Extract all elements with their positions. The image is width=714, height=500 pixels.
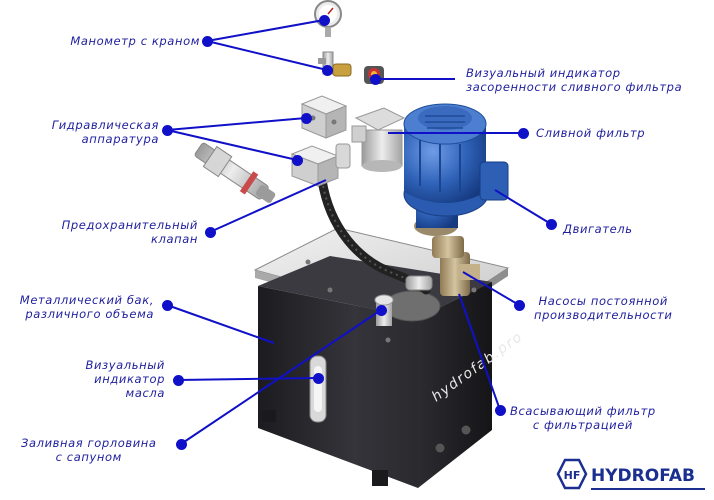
hydraulic-block-lower bbox=[290, 143, 351, 187]
label-suction-filter: Всасывающий фильтр с фильтрацией bbox=[510, 404, 656, 432]
callout-dot-safety-valve bbox=[204, 226, 216, 238]
callout-pumps bbox=[462, 271, 520, 306]
callout-dot-oil-window bbox=[312, 372, 324, 384]
return-filter bbox=[351, 107, 406, 172]
callout-dot-motor bbox=[545, 218, 557, 230]
label-safety-valve: Предохранительный клапан bbox=[61, 218, 198, 246]
hydrofab-logo-hexagon bbox=[556, 458, 588, 490]
label-metal-tank: Металлический бак, различного объема bbox=[19, 293, 154, 321]
pumps bbox=[432, 236, 480, 296]
motor-body bbox=[404, 124, 486, 203]
tank-opening bbox=[383, 290, 441, 322]
lid-bolt bbox=[385, 337, 391, 343]
callout-dot-hydraulic-upper bbox=[300, 112, 312, 124]
label-filter-clog-indicator: Визуальный индикатор засоренности сливно… bbox=[466, 66, 683, 94]
callout-manometer-valve bbox=[206, 40, 328, 71]
tank-foot-left bbox=[262, 410, 276, 422]
callout-oil-indicator bbox=[177, 377, 319, 381]
callout-dot-return-filter bbox=[517, 127, 529, 139]
motor-terminal-box bbox=[479, 161, 509, 201]
safety-valve bbox=[194, 142, 276, 203]
callout-dot-suction-filter bbox=[494, 404, 506, 416]
label-filler-neck: Заливная горловина с сапуном bbox=[21, 436, 157, 464]
callout-dot-tank bbox=[161, 299, 173, 311]
callout-hydraulic-upper bbox=[166, 117, 307, 131]
electric-motor bbox=[403, 103, 509, 236]
callout-filler bbox=[180, 309, 382, 445]
callout-dot-filler-cap bbox=[375, 304, 387, 316]
lid-bolt bbox=[327, 287, 333, 293]
hydrofab-logo-text: HYDROFAB bbox=[591, 466, 695, 486]
label-hydraulic-equipment: Гидравлическая аппаратура bbox=[51, 118, 159, 146]
label-oil-indicator: Визуальный индикатор масла bbox=[85, 358, 165, 400]
tank-screw bbox=[435, 443, 445, 453]
pipe-coupling bbox=[405, 275, 433, 291]
lid-bolt bbox=[305, 259, 311, 265]
callout-lines bbox=[166, 19, 552, 445]
hydrofab-logo-mark: HF bbox=[564, 469, 581, 482]
callout-dot-gauge bbox=[318, 14, 330, 26]
callout-dot-filler bbox=[175, 438, 187, 450]
tank-screw bbox=[461, 425, 471, 435]
label-motor: Двигатель bbox=[563, 222, 633, 236]
callout-dot-valve bbox=[321, 64, 333, 76]
metal-tank: hydrofab.pro bbox=[253, 227, 526, 488]
lid-bolt bbox=[471, 287, 477, 293]
callout-dot-hydraulic bbox=[161, 124, 173, 136]
label-return-filter: Сливной фильтр bbox=[536, 126, 646, 140]
label-pumps: Насосы постоянной производительности bbox=[534, 294, 673, 322]
callout-manometer-gauge bbox=[206, 19, 325, 42]
callout-safety-valve bbox=[209, 179, 327, 233]
callout-suction-filter bbox=[458, 293, 501, 411]
tank-foot-right bbox=[372, 470, 388, 486]
callout-dot-pumps bbox=[513, 299, 525, 311]
callout-motor bbox=[494, 189, 552, 225]
callout-dot-manometer bbox=[201, 35, 213, 47]
hydrofab-logo: HF HYDROFAB bbox=[556, 458, 705, 490]
callout-hydraulic-lower bbox=[166, 129, 298, 161]
callout-dot-filter-indicator bbox=[369, 73, 381, 85]
tank-front-face bbox=[258, 286, 418, 488]
callout-dot-hydraulic-lower bbox=[291, 154, 303, 166]
callout-dot-oil-indicator bbox=[172, 374, 184, 386]
label-manometer: Манометр с краном bbox=[70, 34, 200, 48]
callout-tank bbox=[166, 304, 275, 344]
